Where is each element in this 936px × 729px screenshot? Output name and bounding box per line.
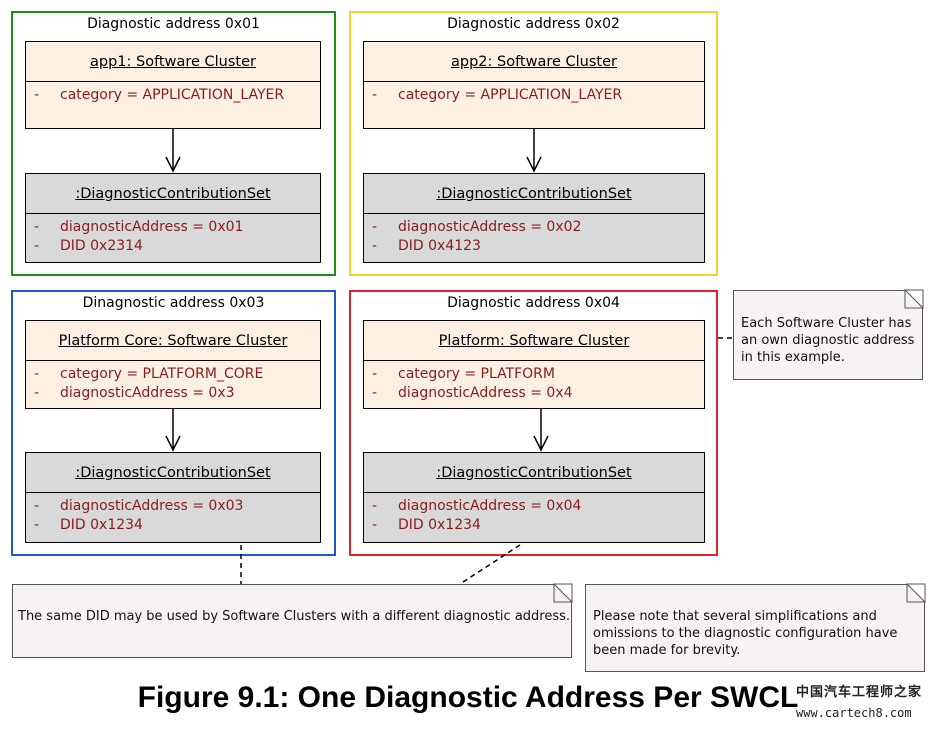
note-did <box>12 584 572 658</box>
note-anchor-line <box>459 544 521 585</box>
diagnostic-contribution-set-0x02: :DiagnosticContributionSet -diagnosticAd… <box>363 173 705 263</box>
group-title: Diagnostic address 0x04 <box>447 295 620 311</box>
note-address <box>733 290 923 380</box>
diagnostic-contribution-set-0x03: :DiagnosticContributionSet -diagnosticAd… <box>25 452 321 543</box>
software-cluster-platform: Platform: Software Cluster -category = P… <box>363 320 705 409</box>
note-fold <box>903 289 924 310</box>
software-cluster-app2: app2: Software Cluster -category = APPLI… <box>363 41 705 129</box>
class-name: app2: Software Cluster <box>364 42 704 82</box>
group-diagnostic-address-0x03: Dinagnostic address 0x03 <box>11 290 336 556</box>
diagnostic-contribution-set-0x04: :DiagnosticContributionSet -diagnosticAd… <box>363 452 705 543</box>
group-title: Diagnostic address 0x01 <box>87 16 260 32</box>
attribute-row: -DID 0x2314 <box>34 238 143 254</box>
arrow-head <box>165 156 181 173</box>
note-simplification <box>585 584 925 672</box>
attribute-row: -DID 0x1234 <box>34 517 143 533</box>
attribute-row: -diagnosticAddress = 0x02 <box>372 219 582 235</box>
attribute-row: -category = PLATFORM <box>372 366 555 382</box>
class-name: :DiagnosticContributionSet <box>364 453 704 493</box>
note-fold-edge <box>906 584 925 603</box>
attribute-row: -diagnosticAddress = 0x03 <box>34 498 244 514</box>
class-name: Platform Core: Software Cluster <box>26 321 320 361</box>
arrow-head <box>165 435 181 452</box>
class-name: :DiagnosticContributionSet <box>26 453 320 493</box>
attribute-row: -diagnosticAddress = 0x4 <box>372 385 573 401</box>
software-cluster-platform-core: Platform Core: Software Cluster -categor… <box>25 320 321 409</box>
note-fold-edge <box>904 290 923 309</box>
group-diagnostic-address-0x02: Diagnostic address 0x02 <box>349 11 718 276</box>
attribute-row: -diagnosticAddress = 0x04 <box>372 498 582 514</box>
attribute-row: -category = APPLICATION_LAYER <box>34 87 285 103</box>
note-fold-edge <box>553 584 572 603</box>
class-name: app1: Software Cluster <box>26 42 320 82</box>
note-fold <box>905 583 926 604</box>
attribute-row: -DID 0x4123 <box>372 238 481 254</box>
note-fold <box>552 583 573 604</box>
attribute-row: -diagnosticAddress = 0x3 <box>34 385 235 401</box>
class-name: :DiagnosticContributionSet <box>26 174 320 214</box>
note-address-text: Each Software Cluster has an own diagnos… <box>741 316 915 365</box>
watermark: 中国汽车工程师之家 www.cartech8.com <box>796 685 923 720</box>
note-did-text: The same DID may be used by Software Clu… <box>18 609 571 624</box>
diagnostic-contribution-set-0x01: :DiagnosticContributionSet -diagnosticAd… <box>25 173 321 263</box>
figure-caption: Figure 9.1: One Diagnostic Address Per S… <box>137 681 799 714</box>
attribute-row: -category = APPLICATION_LAYER <box>372 87 623 103</box>
group-title: Diagnostic address 0x02 <box>447 16 620 32</box>
group-diagnostic-address-0x01: Diagnostic address 0x01 <box>11 11 336 276</box>
note-simplification-text: Please note that several simplifications… <box>593 609 898 658</box>
arrow-head <box>533 435 549 452</box>
class-name: :DiagnosticContributionSet <box>364 174 704 214</box>
arrow-head <box>526 156 542 173</box>
attribute-row: -diagnosticAddress = 0x01 <box>34 219 244 235</box>
software-cluster-app1: app1: Software Cluster -category = APPLI… <box>25 41 321 129</box>
attribute-row: -DID 0x1234 <box>372 517 481 533</box>
attribute-row: -category = PLATFORM_CORE <box>34 366 264 382</box>
group-diagnostic-address-0x04: Diagnostic address 0x04 <box>349 290 718 556</box>
class-name: Platform: Software Cluster <box>364 321 704 361</box>
group-title: Dinagnostic address 0x03 <box>82 295 265 311</box>
